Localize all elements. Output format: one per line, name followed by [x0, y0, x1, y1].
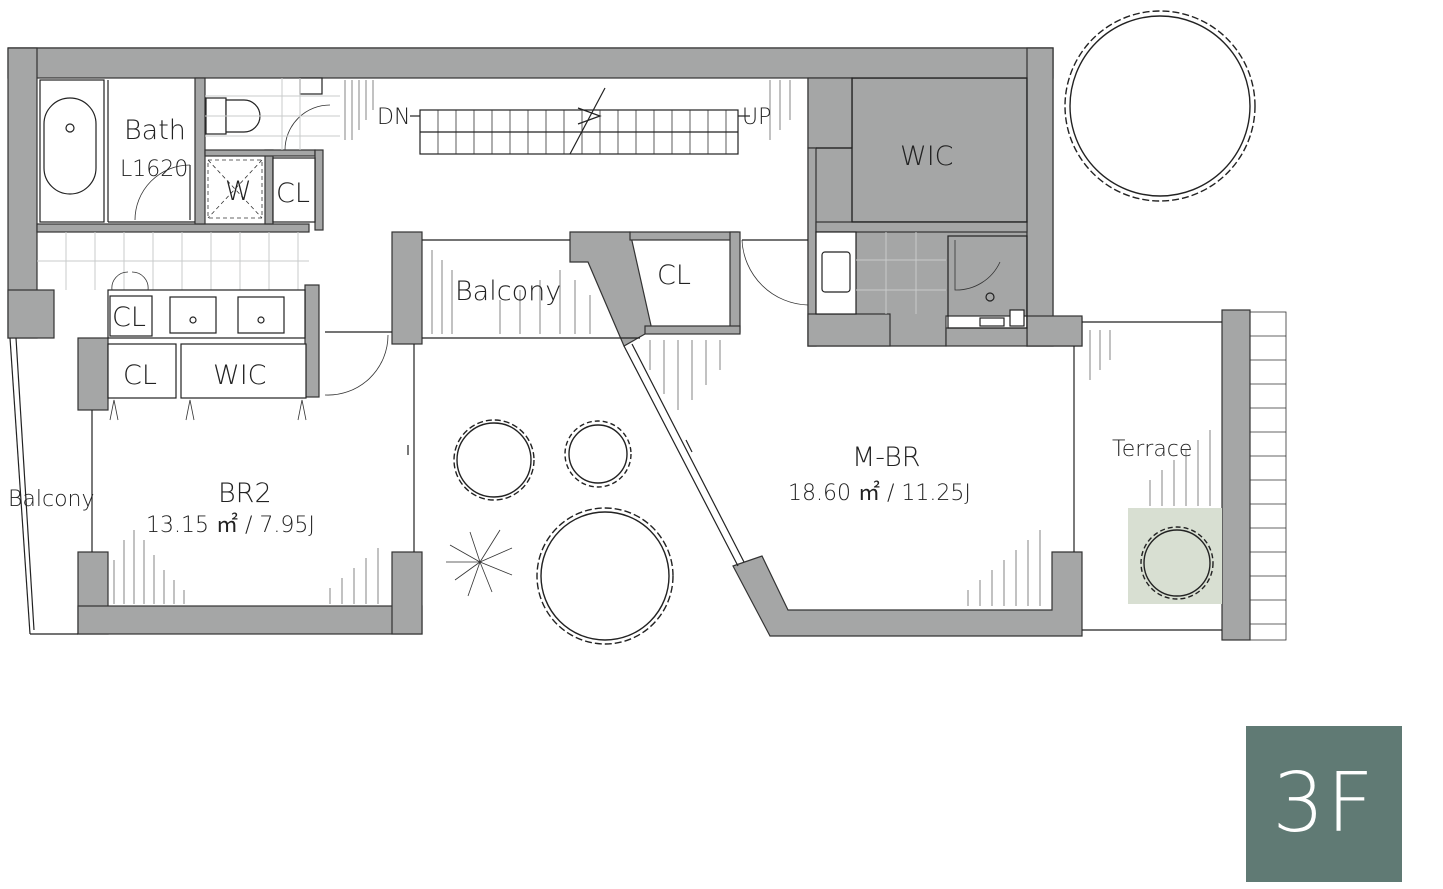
wall-north — [7, 47, 1054, 79]
br2-closet — [107, 343, 177, 399]
vanity-closet-doors — [111, 271, 149, 291]
staircase: DN UP — [344, 80, 791, 155]
wall-wc-south — [204, 149, 316, 157]
trees — [446, 10, 1256, 645]
br2-closet-label: CL — [123, 360, 157, 391]
br2-window-hatching — [113, 530, 379, 604]
floor-tiles — [37, 232, 309, 290]
terrace-hatching — [1089, 330, 1211, 506]
wall-balcony-mid-west — [391, 231, 423, 345]
mbr-area-label: 18.60 ㎡ / 11.25J — [788, 480, 971, 506]
terrace: Terrace — [1082, 311, 1287, 641]
tree-medium-icon — [536, 507, 674, 645]
planter — [1128, 508, 1222, 604]
floor-badge: 3F — [1246, 726, 1402, 882]
wall-wic-south — [815, 221, 1028, 233]
wall-east-ledge — [1026, 315, 1083, 347]
br2-storage: CL WIC — [107, 331, 392, 421]
wall-terrace-east — [1221, 309, 1251, 641]
terrace-label: Terrace — [1112, 437, 1192, 462]
drain — [65, 123, 75, 133]
stair-hatching — [344, 80, 791, 140]
stair-arrow-icon — [577, 107, 602, 125]
tree-small-icon — [564, 420, 632, 488]
powder-sink-icon — [821, 251, 851, 293]
vanity: CL — [107, 271, 306, 339]
closet-door-marks — [109, 399, 307, 421]
basin-left-icon — [169, 296, 217, 334]
br2-wic — [180, 343, 307, 399]
bathtub — [43, 97, 97, 195]
planter-tree-icon — [1140, 526, 1214, 600]
middle-balcony: Balcony — [422, 239, 640, 339]
walls — [7, 47, 1251, 641]
wc-door-swing — [284, 104, 331, 151]
shower-door-swing — [954, 240, 1001, 291]
washer-label: W — [225, 176, 252, 207]
vanity-closet-label: CL — [112, 302, 146, 333]
wall-cl-wc-east — [314, 149, 324, 231]
wall-cl-east — [729, 231, 741, 333]
wall-mbr-south — [732, 551, 1083, 637]
bedroom-2: BR2 13.15 ㎡ / 7.95J — [113, 344, 415, 604]
master-bedroom: M-BR 18.60 ㎡ / 11.25J — [623, 340, 1075, 606]
wall-bath-south — [36, 223, 310, 233]
bath-size-label: L1620 — [120, 157, 188, 182]
wall-br2-se-pier — [391, 551, 423, 635]
wall-powder-south-b — [945, 327, 1028, 347]
tree-large-icon — [1064, 10, 1256, 202]
middle-closet-label: CL — [657, 260, 691, 291]
wc-area: W CL — [205, 77, 340, 223]
mbr-door-swing — [741, 239, 809, 306]
floor-label: 3F — [1272, 756, 1376, 851]
bathroom: Bath L1620 — [37, 79, 309, 290]
shower-tap-icon — [979, 317, 1005, 327]
mbr-hatching — [649, 340, 1041, 606]
wc-closet — [272, 157, 316, 223]
wall-wic-west — [807, 77, 853, 149]
balcony-left-label: Balcony — [8, 487, 95, 512]
wall-balcony-pier — [77, 337, 109, 411]
tree-icon — [453, 419, 535, 501]
wall-cl-south — [644, 325, 741, 335]
master-wic: WIC — [816, 77, 1028, 223]
br2-wic-label: WIC — [213, 360, 267, 391]
wc-sink-icon — [299, 77, 323, 95]
wall-br2-south — [77, 605, 423, 635]
balcony-mid-label: Balcony — [455, 276, 561, 307]
left-balcony: Balcony — [8, 337, 95, 635]
br2-area-label: 13.15 ㎡ / 7.95J — [146, 512, 315, 538]
shower-niche — [1009, 309, 1025, 327]
balcony-mid-hatching — [431, 250, 591, 334]
bath-door-swing — [134, 164, 191, 221]
basin-right-icon — [237, 296, 285, 334]
br2-door-swing — [324, 334, 389, 396]
terrace-deck — [1249, 311, 1287, 641]
wc-tiles — [205, 78, 340, 150]
wall-cl-diagonal — [569, 231, 653, 347]
stair-down-label: DN — [377, 105, 410, 130]
vanity-closet — [109, 295, 153, 337]
master-wic-label: WIC — [900, 141, 954, 172]
wall-cl-north — [629, 231, 739, 241]
wc-closet-label: CL — [276, 178, 310, 209]
wall-powder-south-a — [807, 313, 891, 347]
wall-bath-east — [194, 77, 206, 225]
wall-east-upper — [1026, 47, 1054, 347]
bath-label: Bath — [124, 115, 186, 146]
shrub-icon — [446, 529, 513, 597]
wall-sw-block — [7, 289, 55, 339]
stair-up-label: UP — [742, 105, 771, 130]
master-powder — [815, 231, 1028, 329]
wall-wc-divider — [264, 149, 274, 225]
br2-name-label: BR2 — [218, 478, 272, 509]
mbr-name-label: M-BR — [852, 442, 921, 473]
wall-wic-east — [304, 284, 320, 398]
powder-tiles — [856, 232, 946, 314]
shower-head-icon — [985, 292, 995, 302]
middle-closet: CL — [657, 239, 809, 306]
